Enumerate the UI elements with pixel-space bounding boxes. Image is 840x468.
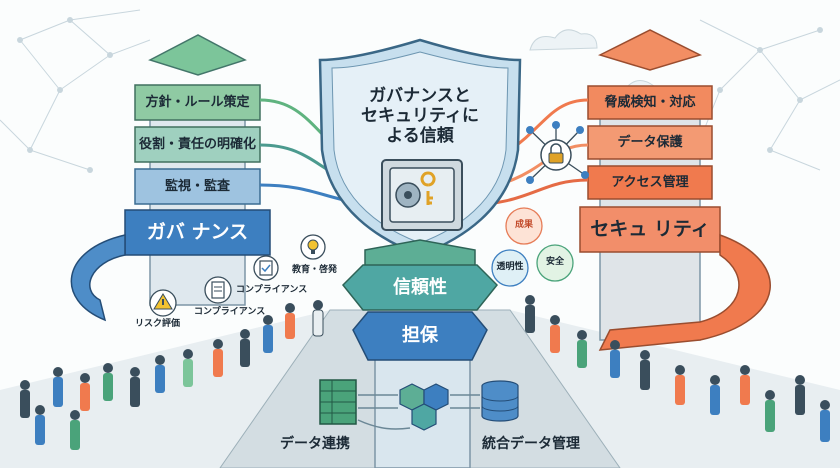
lightbulb-icon: [300, 234, 326, 260]
security-level-1: 脅威検知・対応: [604, 95, 696, 110]
safe-icon: [381, 159, 463, 231]
data-integration-icon: [319, 379, 357, 425]
shield-title-line1: ガバナンスと: [369, 86, 471, 106]
checklist-icon: [253, 255, 279, 281]
governance-level-1: 方針・ルール策定: [145, 95, 250, 110]
integrated-management-label: 統合データ管理: [482, 436, 580, 452]
document-icon: [204, 276, 232, 304]
shield-title-line2: セキュリティに: [361, 106, 479, 126]
transparency-bubble: [491, 249, 529, 287]
security-tower: [579, 29, 771, 351]
safety-bubble: [536, 244, 574, 282]
security-label: セキュ リティ: [590, 218, 710, 240]
governance-label: ガバ ナンス: [146, 221, 249, 243]
result-bubble: [505, 207, 543, 245]
transparency-text: 透明性: [496, 262, 524, 272]
risk-label: リスク評価: [135, 319, 181, 329]
flow-arrows: [357, 394, 480, 430]
security-level-3: アクセス管理: [611, 175, 689, 190]
security-level-2: データ保護: [617, 135, 683, 150]
people-right: [525, 295, 830, 442]
compliance-label-2: コンプライアンス: [236, 285, 308, 295]
shield-title-line3: よる信頼: [386, 126, 454, 146]
people-left: [20, 300, 324, 450]
governance-level-3: 監視・監査: [164, 179, 230, 194]
trust-label: 信頼性: [393, 277, 447, 298]
result-text: 成果: [514, 220, 533, 230]
education-label: 教育・啓発: [292, 265, 338, 275]
safety-text: 安全: [545, 257, 564, 267]
hexagon-cluster-icon: [399, 383, 449, 431]
lock-hub-icon: [526, 121, 589, 184]
shield: [318, 38, 522, 257]
data-integration-label: データ連携: [280, 436, 350, 452]
network-nodes: [17, 17, 823, 173]
database-icon: [481, 380, 519, 422]
governance-level-2: 役割・責任の明確化: [138, 137, 256, 152]
governance-tower: [70, 34, 271, 322]
warning-icon: [149, 289, 177, 317]
assurance-label: 担保: [402, 325, 438, 346]
compliance-label-1: コンプライアンス: [194, 307, 266, 317]
